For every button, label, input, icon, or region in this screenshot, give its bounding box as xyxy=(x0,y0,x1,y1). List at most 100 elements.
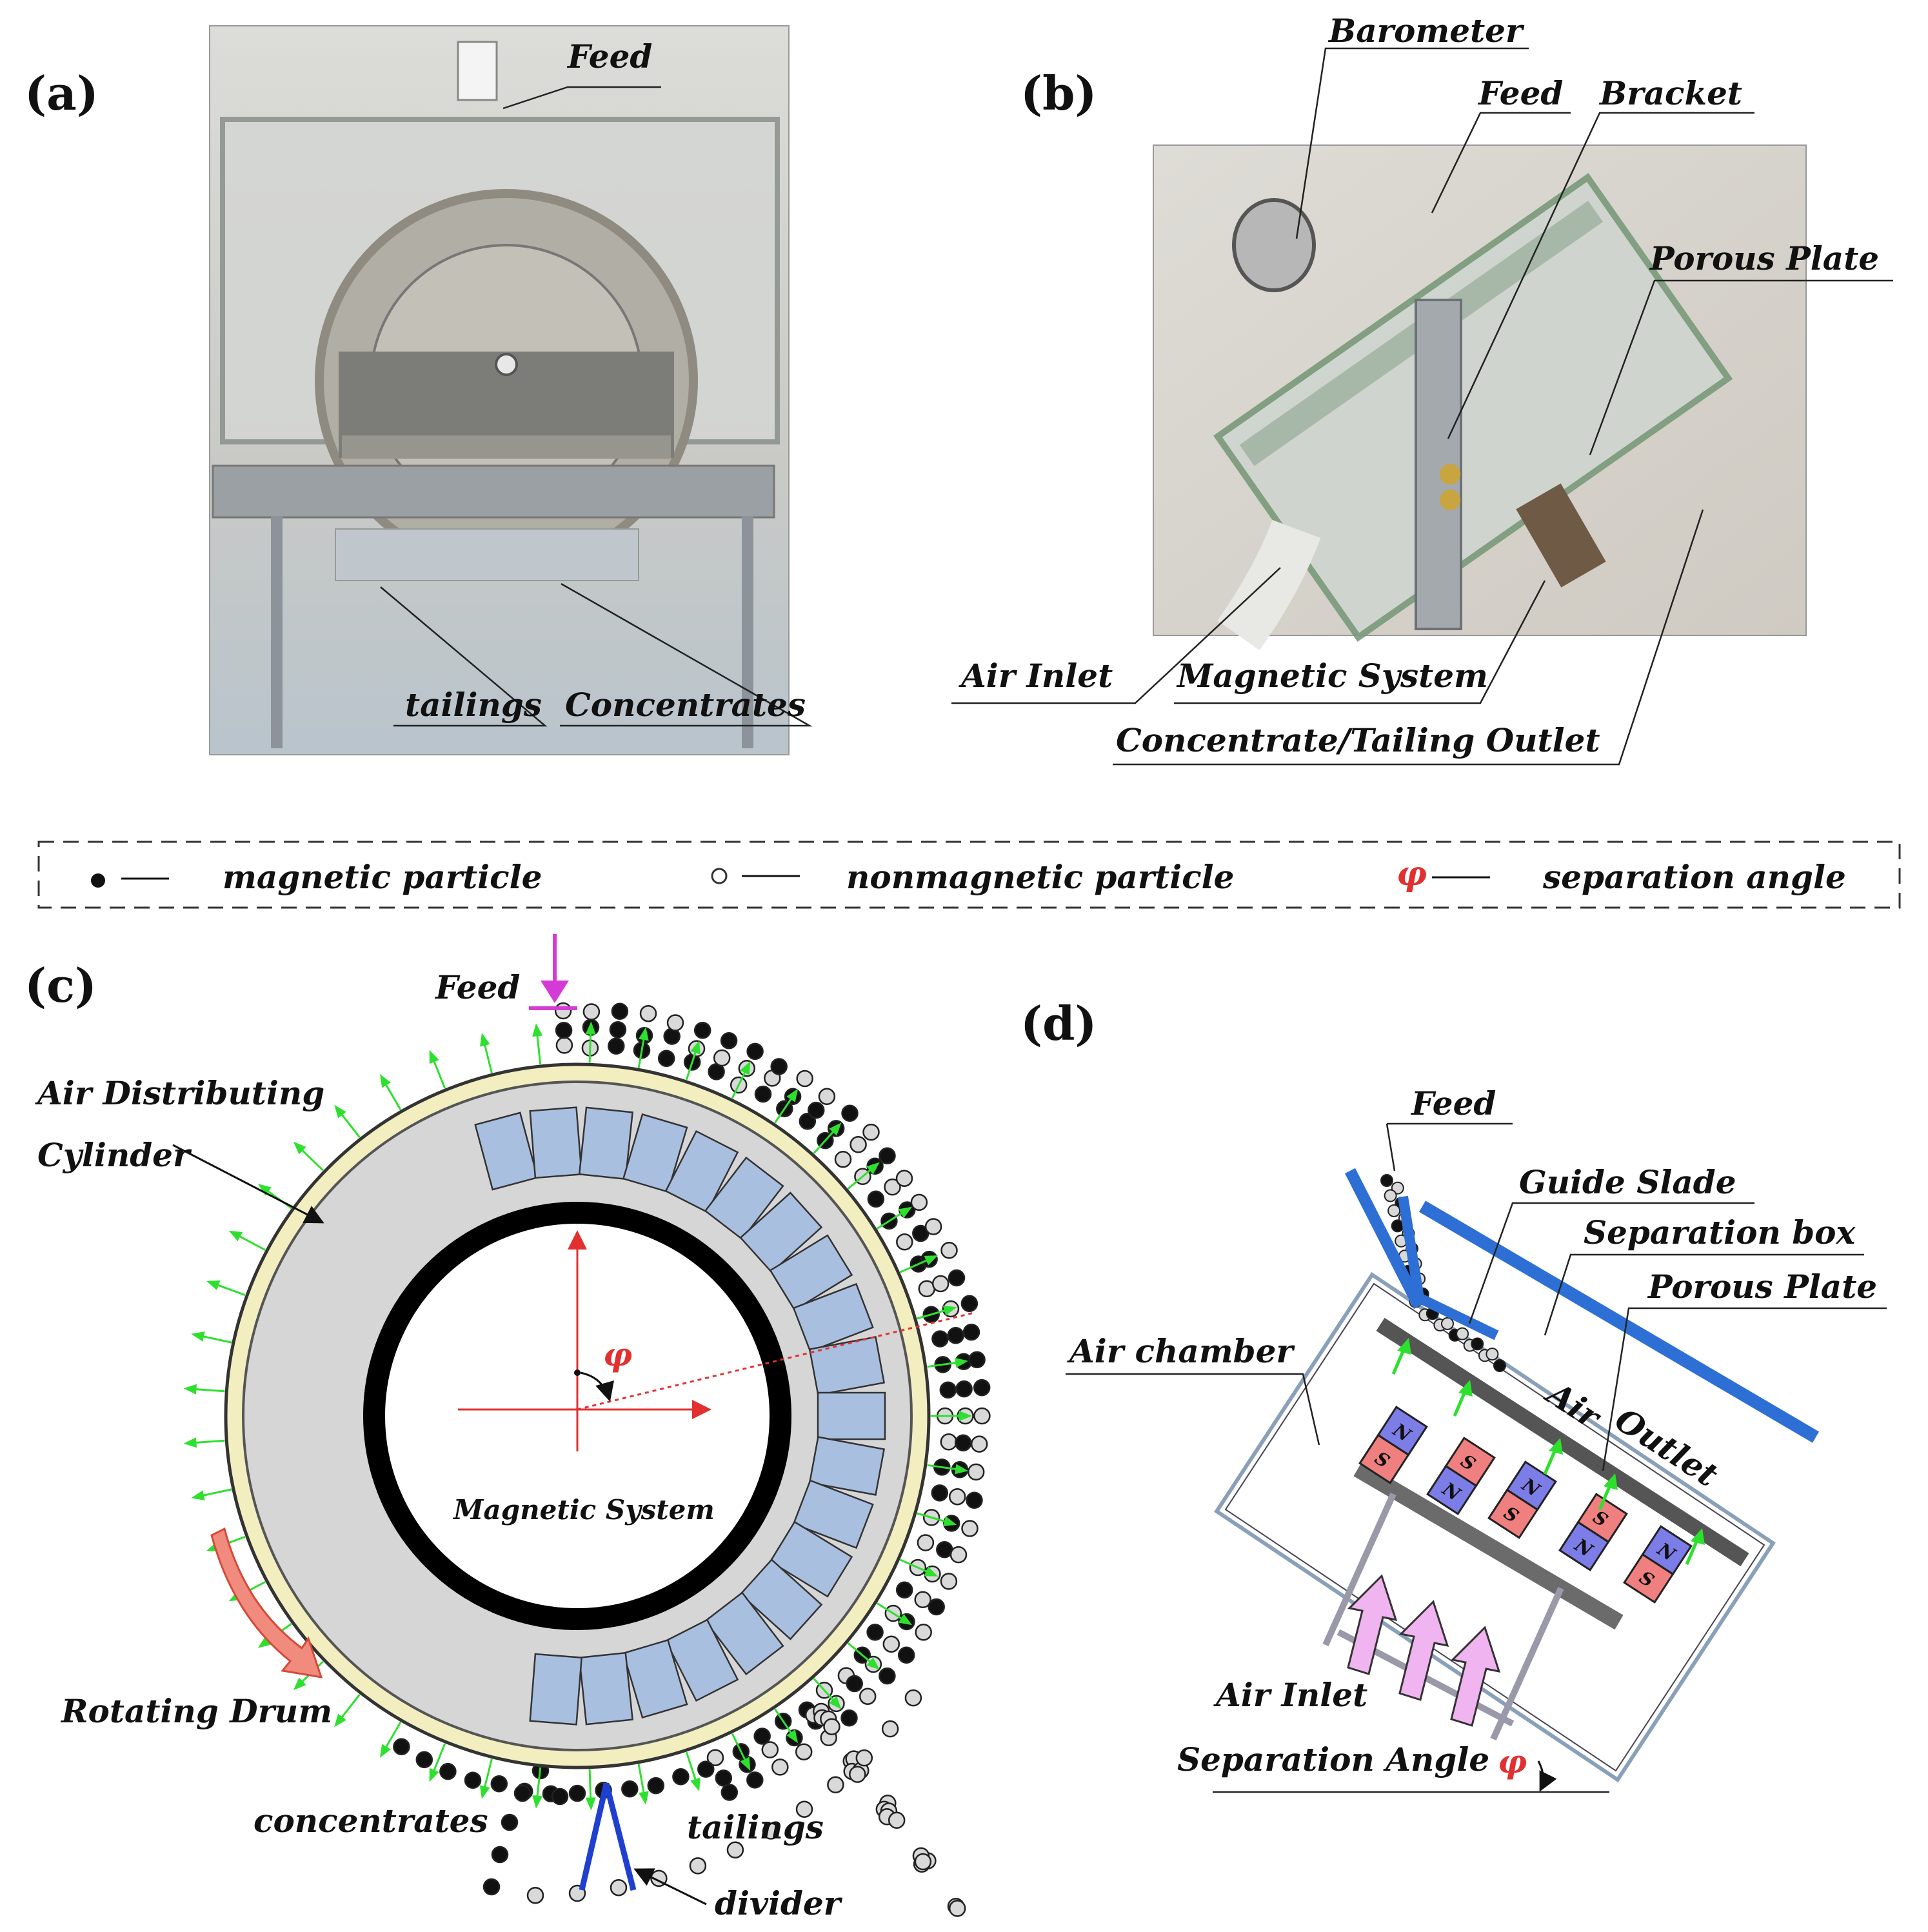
label-tailings-c: tailings xyxy=(687,1808,824,1846)
magnet-block xyxy=(792,1479,874,1549)
magnetic-particle xyxy=(621,1780,639,1798)
separation-line xyxy=(577,1311,975,1411)
panel-a: (a) Feed tailings Concentrates xyxy=(25,25,813,755)
label-porous-plate-b: Porous Plate xyxy=(1649,239,1879,277)
leader-bracket xyxy=(1447,112,1754,439)
magnetic-particle xyxy=(491,1846,509,1864)
air-arrow xyxy=(917,1512,957,1526)
legend-phi-symbol: φ xyxy=(1396,854,1427,893)
magnet-block xyxy=(622,1638,688,1719)
guide-slade xyxy=(1398,1195,1499,1340)
air-outlet-arrow xyxy=(1543,1438,1563,1475)
air-arrow xyxy=(931,1411,972,1421)
nonmagnetic-particle xyxy=(795,1800,813,1818)
magnetic-particle xyxy=(464,1771,482,1789)
guide-wall-left xyxy=(1344,1168,1425,1310)
nonmagnetic-particle xyxy=(726,1841,744,1859)
air-outlet-arrows xyxy=(1391,1338,1705,1565)
label-feed-a: Feed xyxy=(566,37,652,75)
magnetic-particle xyxy=(555,1021,573,1039)
magnetic-particle xyxy=(697,1760,715,1778)
nonmagnetic-particle xyxy=(610,1878,628,1897)
magnet-block xyxy=(769,1520,853,1598)
magnet-block xyxy=(529,1653,583,1726)
nonmagnetic-particle xyxy=(849,1766,866,1783)
air-arrow xyxy=(380,1074,402,1111)
air-arrow xyxy=(585,1021,596,1063)
nonmagnetic-particle xyxy=(904,1689,922,1707)
air-arrow xyxy=(774,1088,799,1124)
magnetic-particle xyxy=(1471,1337,1484,1351)
magnetic-particle xyxy=(931,1330,949,1348)
magnetic-particle xyxy=(879,1667,896,1685)
leader-feed-b xyxy=(1431,112,1571,214)
label-guide-slade: Guide Slade xyxy=(1519,1163,1736,1201)
magnetic-particle xyxy=(962,1323,980,1341)
nonmagnetic-particle xyxy=(940,1573,958,1590)
nonmagnetic-particle xyxy=(888,1811,906,1829)
magnet-block xyxy=(808,1436,886,1496)
magnetic-particle xyxy=(513,1784,532,1802)
nonmagnetic-particle xyxy=(795,1743,813,1760)
air-arrow xyxy=(847,1162,880,1190)
angle-arc xyxy=(580,1371,614,1402)
magnetic-particle xyxy=(439,1762,457,1780)
air-inlet-arrow xyxy=(1347,1574,1398,1675)
magnetic-particle xyxy=(753,1728,771,1745)
air-arrow xyxy=(206,1280,246,1297)
magnetic-particle xyxy=(657,1050,675,1068)
air-arrow xyxy=(917,1306,957,1320)
magnetic-particle xyxy=(955,1380,973,1398)
magnetic-particle xyxy=(936,1540,953,1559)
nonmagnetic-particle xyxy=(895,1170,913,1187)
nonmagnetic-particle xyxy=(931,1275,949,1293)
magnetic-particle xyxy=(841,1104,859,1122)
air-arrow xyxy=(637,1764,649,1805)
panel-a-label: (a) xyxy=(25,66,99,121)
magnetic-particle xyxy=(482,1878,501,1896)
air-arrow xyxy=(183,1437,225,1448)
air-arrow xyxy=(685,1751,701,1791)
magnet-block xyxy=(578,1651,634,1726)
air-arrow xyxy=(293,1141,324,1171)
magnet-block xyxy=(664,1618,739,1702)
nonmagnetic-particle xyxy=(949,1546,968,1564)
nonmagnetic-particle xyxy=(881,1720,899,1738)
air-arrow xyxy=(813,1122,842,1154)
air-arrow xyxy=(899,1255,939,1273)
label-air-inlet-b: Air Inlet xyxy=(959,657,1113,695)
magnetic-particle xyxy=(968,1351,986,1369)
nonmagnetic-particle xyxy=(771,1758,789,1776)
magnetic-particle xyxy=(501,1813,519,1831)
air-arrow xyxy=(876,1602,912,1626)
label-concentrates-c: concentrates xyxy=(253,1802,488,1840)
magnetic-particle xyxy=(948,1269,966,1287)
porous-plate-d xyxy=(1376,1317,1749,1567)
nonmagnetic-particle xyxy=(884,1178,901,1196)
leader-magnetic-system-b xyxy=(1174,580,1546,704)
magnetic-particle xyxy=(393,1738,410,1755)
nonmagnetic-particle xyxy=(1384,1189,1397,1202)
magnet-pair: NS xyxy=(1487,1460,1557,1539)
magnetic-particle xyxy=(799,1113,817,1130)
magnetic-particle xyxy=(693,1022,711,1039)
air-arrow xyxy=(480,1758,493,1799)
magnetic-particle xyxy=(954,1434,972,1452)
nonmagnetic-particle xyxy=(850,1136,867,1153)
leader-feed-a xyxy=(502,86,661,110)
magnet-block xyxy=(474,1111,539,1191)
magnet-block xyxy=(769,1234,853,1311)
nonmagnetic-particle xyxy=(827,1776,844,1794)
phi-d: φ xyxy=(1498,1742,1527,1780)
magnetic-particle xyxy=(1391,1219,1404,1233)
magnetic-particle xyxy=(973,1379,991,1397)
nonmagnetic-particle xyxy=(834,1150,852,1168)
magnetic-particle xyxy=(672,1768,690,1786)
magnetic-particle xyxy=(1380,1174,1393,1187)
air-arrow xyxy=(585,1769,596,1811)
air-arrow xyxy=(191,1331,232,1344)
panel-c-label: (c) xyxy=(25,958,97,1013)
magnet-block xyxy=(739,1191,823,1273)
label-magnetic-system-c: Magnetic System xyxy=(452,1494,715,1526)
